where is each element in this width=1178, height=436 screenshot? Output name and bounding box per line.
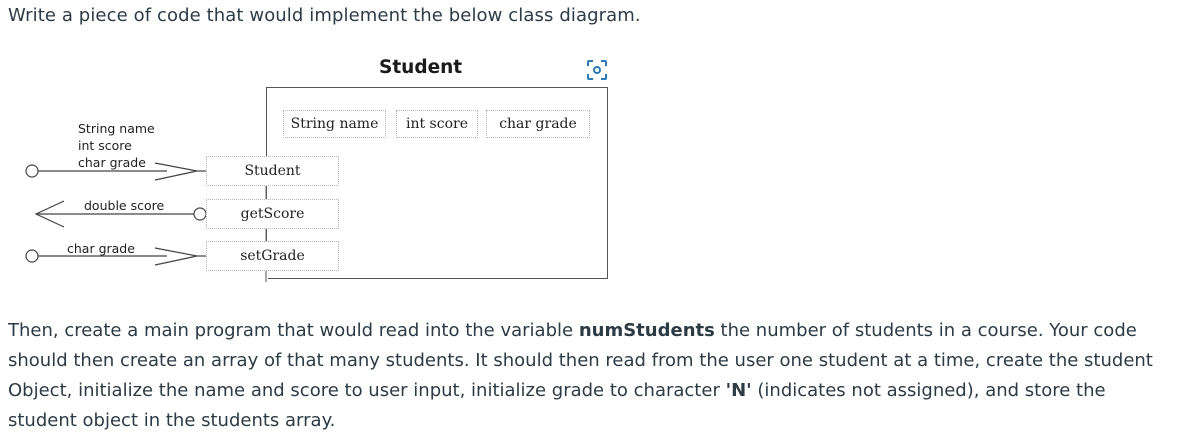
scan-image-icon[interactable] [586, 59, 608, 81]
method-setgrade: setGrade [206, 241, 339, 271]
method-getscore: getScore [206, 199, 339, 229]
grade-char: 'N' [725, 380, 752, 401]
variable-name: numStudents [578, 320, 715, 341]
field-grade: char grade [486, 110, 590, 138]
field-name: String name [283, 110, 386, 138]
instructions-paragraph: Then, create a main program that would r… [8, 316, 1173, 436]
port-label-int-score: int score [78, 138, 132, 153]
question-prompt: Write a piece of code that would impleme… [8, 5, 641, 26]
method-constructor: Student [206, 156, 339, 186]
instructions-part2: the number of students in a course. Your… [8, 320, 1153, 401]
port-label-setgrade-char: char grade [67, 241, 135, 256]
port-label-double-score: double score [84, 198, 165, 213]
setgrade-input-arrow [25, 247, 206, 266]
getscore-output-arrow [34, 200, 207, 228]
instructions-part3: (indicates not assigned), and store the … [8, 380, 1106, 431]
port-label-char-grade: char grade [78, 155, 146, 170]
field-score: int score [396, 110, 478, 138]
class-name: Student [379, 57, 463, 78]
instructions-part1: Then, create a main program that would r… [8, 320, 579, 341]
constructor-input-arrow [25, 162, 206, 181]
port-label-string-name: String name [78, 121, 155, 136]
